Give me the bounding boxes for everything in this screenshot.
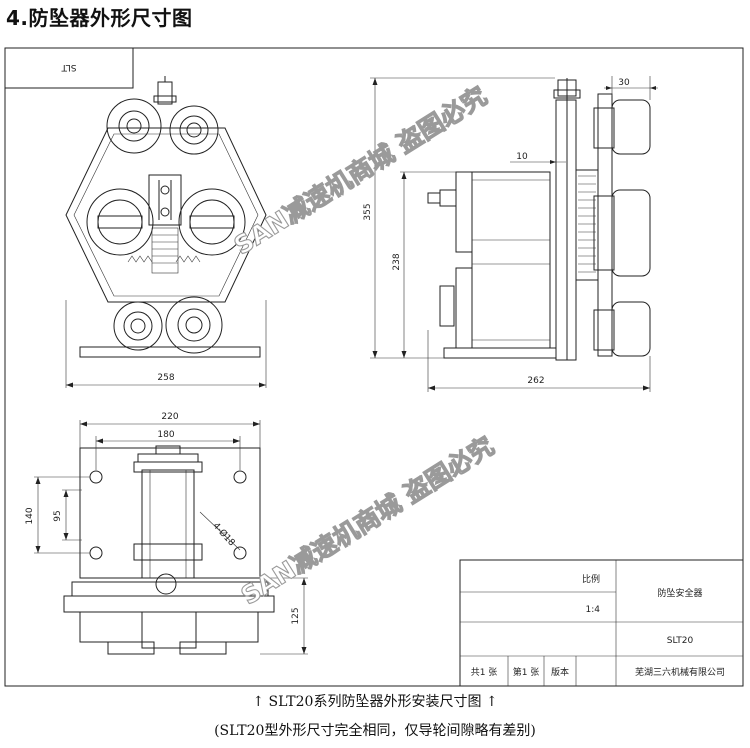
mount-hole-br xyxy=(233,546,247,560)
part-name: 防坠安全器 xyxy=(657,587,702,599)
company-name: 芜湖三六机械有限公司 xyxy=(635,666,725,678)
dim-front-width: 258 xyxy=(157,373,174,383)
gear-left xyxy=(86,188,154,263)
lower-rail xyxy=(63,595,275,613)
sheet-total: 共1 张 xyxy=(471,667,498,678)
dim-hole-diameter: 4-Ø18 xyxy=(211,520,238,548)
side-lower-boss xyxy=(611,301,651,357)
mount-hole-tl xyxy=(89,470,103,484)
mounting-base xyxy=(79,447,261,579)
dim-bottom-height: 125 xyxy=(291,607,301,624)
bottom-roller-left xyxy=(113,301,163,351)
corner-label-box xyxy=(4,47,134,89)
shaft-body xyxy=(141,469,195,579)
top-bolt xyxy=(157,81,173,105)
gear-right xyxy=(175,188,246,263)
model-code: SLT20 xyxy=(667,636,694,646)
top-roller-right xyxy=(169,105,219,155)
watermark-1: SAN减速机商城 盗图必究 xyxy=(229,81,492,260)
side-view: 30 10 355 238 262 xyxy=(363,76,658,392)
side-upper-boss xyxy=(611,99,651,155)
dim-hole-spacing-x: 180 xyxy=(157,430,174,440)
corner-label: SLT xyxy=(61,62,76,72)
bottom-roller-right xyxy=(165,296,223,354)
hex-plate xyxy=(65,127,267,303)
dim-total-height: 355 xyxy=(363,203,373,220)
caption-sub: (SLT20型外形尺寸完全相同，仅导轮间隙略有差别) xyxy=(214,723,536,739)
mount-hole-bl xyxy=(89,546,103,560)
sheet-number: 第1 张 xyxy=(513,666,540,678)
title-block: 比例 1:4 防坠安全器 SLT20 共1 张 第1 张 版本 芜湖三六机械有限… xyxy=(459,559,744,687)
side-drum xyxy=(471,171,551,349)
dim-side-width: 262 xyxy=(527,376,544,386)
center-gear-column xyxy=(151,227,179,274)
scale-label: 比例 xyxy=(582,573,600,585)
dim-side-top-offset: 30 xyxy=(618,78,630,88)
caption-main: ↑ SLT20系列防坠器外形安装尺寸图 ↑ xyxy=(252,694,498,710)
side-base xyxy=(443,347,557,359)
scale-value: 1:4 xyxy=(586,605,601,615)
dim-base-height: 140 xyxy=(25,507,35,524)
side-top-bolt xyxy=(557,79,577,97)
drawing-frame xyxy=(4,47,744,687)
hex-plate-inner xyxy=(73,133,259,297)
dim-side-gap: 10 xyxy=(516,152,528,162)
version-label: 版本 xyxy=(551,666,569,678)
technical-drawing: SLT xyxy=(4,47,744,687)
dim-lower-height: 238 xyxy=(392,253,402,270)
mount-hole-tr xyxy=(233,470,247,484)
bottom-view: 220 180 140 95 4-Ø18 125 xyxy=(25,412,308,655)
top-roller-left xyxy=(106,98,162,154)
side-left-flange xyxy=(455,171,473,253)
front-base xyxy=(79,346,261,358)
front-view: 258 xyxy=(65,76,267,388)
page-heading: 4.防坠器外形尺寸图 xyxy=(6,6,193,30)
dim-hole-spacing-y: 95 xyxy=(53,510,63,521)
side-middle-boss xyxy=(611,189,651,277)
dim-base-width: 220 xyxy=(161,412,178,422)
side-mount-plate xyxy=(597,93,613,357)
center-bracket xyxy=(148,174,182,226)
